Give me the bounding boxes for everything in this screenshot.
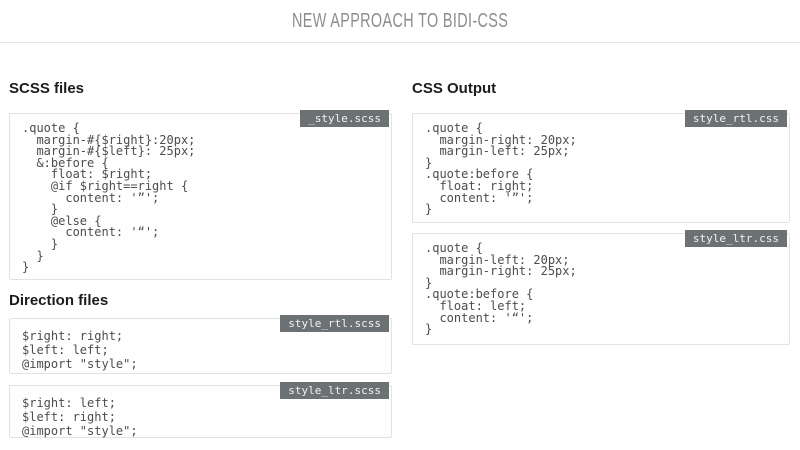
section-heading-scss-files: SCSS files xyxy=(9,80,85,97)
file-tab-style-scss: _style.scss xyxy=(300,110,389,127)
code-style-rtl-scss: $right: right; $left: left; @import "sty… xyxy=(22,329,138,371)
code-style-ltr-scss: $right: left; $left: right; @import "sty… xyxy=(22,396,138,438)
file-tab-style-ltr-scss: style_ltr.scss xyxy=(280,382,389,399)
file-tab-style-rtl-css: style_rtl.css xyxy=(684,110,787,127)
code-style-scss: .quote { margin-#{$right}:20px; margin-#… xyxy=(22,121,196,274)
file-tab-style-ltr-css: style_ltr.css xyxy=(684,230,787,247)
section-heading-css-output: CSS Output xyxy=(412,80,497,97)
code-block-style-scss: _style.scss .quote { margin-#{$right}:20… xyxy=(9,110,392,280)
code-block-style-rtl-scss: style_rtl.scss $right: right; $left: lef… xyxy=(9,315,392,374)
code-block-style-ltr-css: style_ltr.css .quote { margin-left: 20px… xyxy=(412,230,790,345)
page-title: NEW APPROACH TO BIDI-CSS xyxy=(291,10,509,32)
code-block-style-ltr-scss: style_ltr.scss $right: left; $left: righ… xyxy=(9,382,392,438)
header: NEW APPROACH TO BIDI-CSS xyxy=(0,0,800,43)
code-style-ltr-css: .quote { margin-left: 20px; margin-right… xyxy=(425,241,577,336)
section-heading-direction-files: Direction files xyxy=(9,292,109,309)
code-style-rtl-css: .quote { margin-right: 20px; margin-left… xyxy=(425,121,577,216)
code-block-style-rtl-css: style_rtl.css .quote { margin-right: 20p… xyxy=(412,110,790,223)
file-tab-style-rtl-scss: style_rtl.scss xyxy=(280,315,389,332)
